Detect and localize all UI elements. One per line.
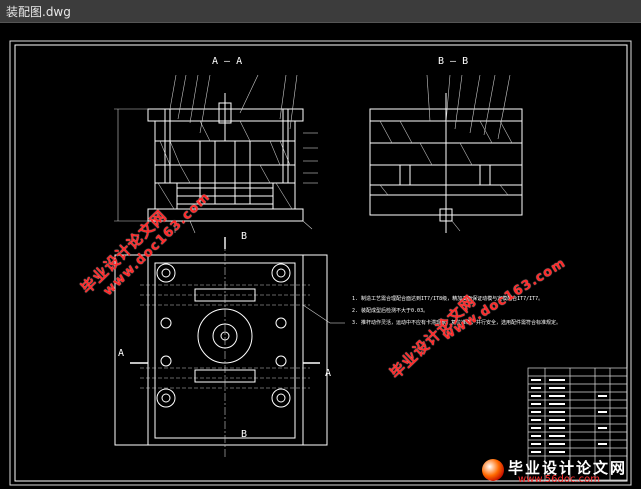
title-block bbox=[527, 367, 628, 481]
note-3: 3. 推杆动作灵活，运动中不应有卡滞现象，复位准确，并行安全，选用配件需符合标准… bbox=[352, 320, 562, 326]
title-block-text-marks bbox=[531, 379, 607, 453]
logo-emblem-icon bbox=[482, 459, 504, 481]
site-logo: 毕业设计论文网 www.56doc.com bbox=[478, 455, 638, 487]
logo-url: www.56doc.com bbox=[518, 474, 601, 485]
cut-label-b-bottom: B bbox=[241, 429, 248, 440]
drawing-canvas[interactable]: A — A B — B B B A A 1. 制造工艺需合理配合面达到IT7/I… bbox=[0, 23, 641, 489]
note-1: 1. 制造工艺需合理配合面达到IT7/IT8级，精加工面保证动模与定模配合IT7… bbox=[352, 296, 544, 302]
cut-label-a-right: A bbox=[325, 368, 332, 379]
section-bb-view bbox=[369, 74, 523, 233]
cad-drawing bbox=[9, 40, 632, 486]
note-2: 2. 装配成型后检测不大于0.03。 bbox=[352, 308, 429, 314]
section-aa-label: A — A bbox=[212, 56, 243, 67]
logo-text: 毕业设计论文网 bbox=[508, 459, 628, 477]
section-aa-view bbox=[114, 74, 318, 234]
cut-label-b-top: B bbox=[241, 231, 248, 242]
window-titlebar: 装配图.dwg bbox=[0, 0, 641, 23]
plan-view bbox=[114, 237, 345, 459]
section-bb-label: B — B bbox=[438, 56, 469, 67]
window-title: 装配图.dwg bbox=[6, 5, 71, 19]
cut-label-a-left: A bbox=[118, 348, 125, 359]
